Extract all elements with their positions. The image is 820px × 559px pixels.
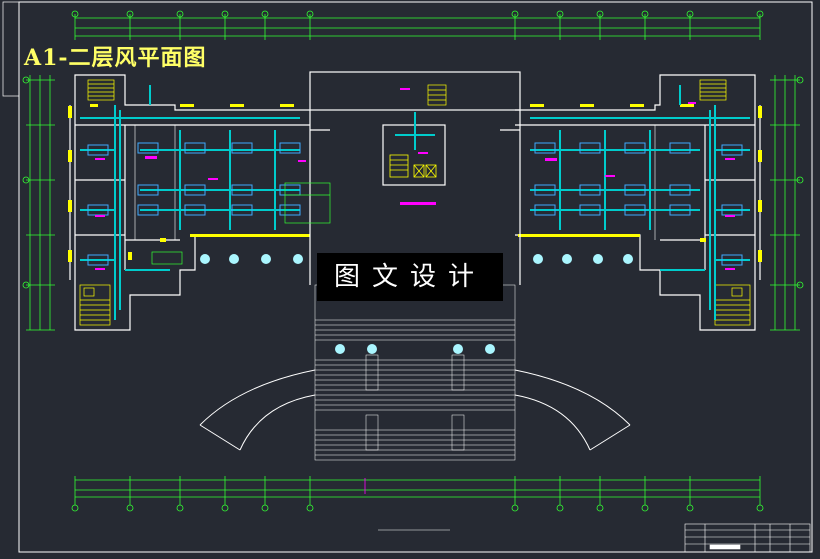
top-dimension-lines (74, 14, 761, 40)
stair-icon (427, 84, 447, 106)
title-block (684, 523, 811, 553)
left-dimension-lines (22, 75, 55, 331)
drawing-frame (18, 1, 813, 553)
top-axis-bubbles (71, 10, 764, 18)
right-wing (515, 74, 761, 331)
drawing-title: A1-二层风平面图 (24, 45, 207, 71)
center-block (309, 71, 521, 285)
bottom-dimension-lines (74, 476, 761, 505)
stair-icon (87, 79, 115, 101)
stair-icon (79, 284, 111, 326)
watermark-label: 图文设计 (317, 253, 503, 301)
entrance-steps (314, 284, 516, 461)
bottom-axis-bubbles (71, 504, 764, 512)
left-wing-columns (68, 104, 310, 262)
annotation-callouts (151, 182, 331, 265)
right-dimension-lines (770, 75, 804, 331)
duct-icon (80, 85, 750, 320)
central-tag-mark (400, 202, 436, 205)
room-tags (95, 88, 735, 270)
stair-icon (714, 284, 751, 326)
lobby-columns (200, 254, 633, 354)
curved-ramps (199, 369, 631, 451)
diffuser-icon (87, 142, 743, 266)
stair-icon (699, 79, 727, 101)
right-wing-columns (518, 104, 762, 262)
elevator-icon (389, 154, 437, 178)
binding-margin-box (2, 1, 20, 97)
